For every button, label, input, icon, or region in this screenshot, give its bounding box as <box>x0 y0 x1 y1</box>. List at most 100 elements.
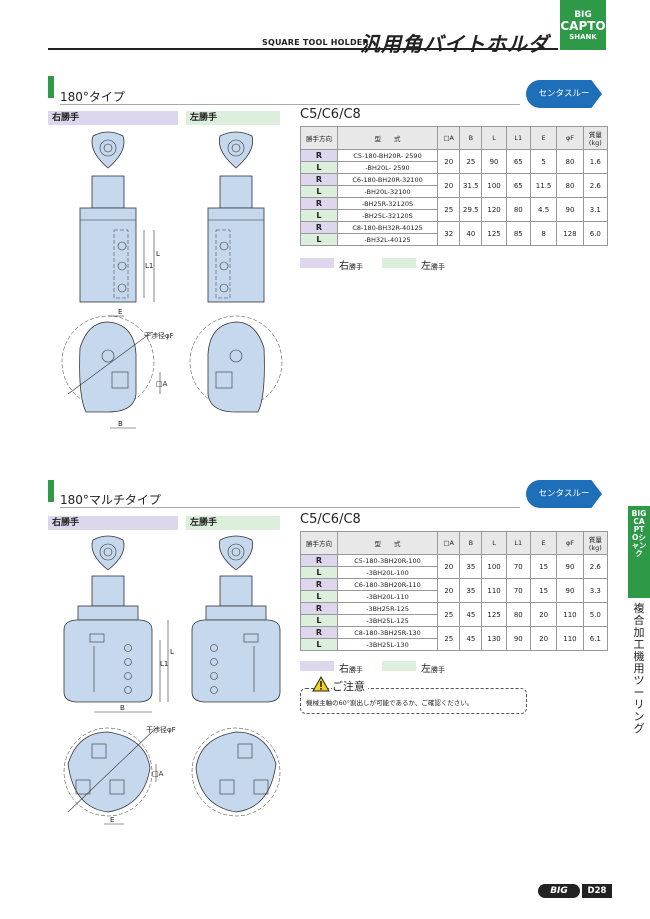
l1-cell: 85 <box>505 221 531 246</box>
lh-multi-front-body <box>191 619 281 703</box>
f-cell: 110 <box>556 626 584 651</box>
col-b: B <box>459 126 483 150</box>
b-cell: 25 <box>459 149 483 174</box>
section2-legend-right: 右勝手 <box>339 660 363 675</box>
l1-cell: 80 <box>505 602 531 627</box>
model-cell: -3BH25L-125 <box>336 614 439 627</box>
lh-multi-bottom-view <box>195 731 277 813</box>
rh-dim-e: E <box>118 308 122 316</box>
f-cell: 128 <box>556 221 584 246</box>
table-row: R C5-180-BH20R- 2590 20 25 90 65 5 80 1.… <box>300 149 609 174</box>
rh-dim-f: 干渉径φF <box>144 331 174 340</box>
col-a: □A <box>437 126 461 150</box>
b-cell: 29.5 <box>459 197 483 222</box>
lh-front-shank <box>219 175 253 209</box>
mass-cell: 6.1 <box>582 626 609 651</box>
section1-table-header: 勝手方向 型 式 □A B L L1 E φF 質量(kg) <box>300 126 609 150</box>
e-cell: 15 <box>529 578 558 603</box>
model-cell: C8-180-BH32R-40125 <box>336 221 439 234</box>
legend-right-main: 右 <box>339 261 349 272</box>
col-direction: 勝手方向 <box>300 531 338 555</box>
a-cell: 25 <box>437 602 461 627</box>
section2-legend-left: 左勝手 <box>421 660 445 675</box>
legend-right-sub: 勝手 <box>349 666 363 674</box>
section1-left-hand-label: 左勝手 <box>186 111 280 125</box>
badge-line-2: CAPTO <box>560 19 606 33</box>
header-title-en: SQUARE TOOL HOLDER <box>262 38 369 47</box>
model-cell: -3BH20L-110 <box>336 590 439 603</box>
rh-bottom-view <box>79 321 137 413</box>
lh-bottom-view <box>207 321 265 413</box>
l1-cell: 65 <box>505 149 531 174</box>
section1-rule <box>60 104 520 105</box>
dir-cell: R <box>300 578 338 591</box>
b-cell: 35 <box>459 578 483 603</box>
col-f: φF <box>556 126 584 150</box>
section2-table-header: 勝手方向 型 式 □A B L L1 E φF 質量(kg) <box>300 531 609 555</box>
table-row: L -BH25L-32120S <box>300 209 608 222</box>
rh-multi-dim-e: E <box>110 816 114 824</box>
dir-cell: L <box>300 614 338 627</box>
section1-series: C5/C6/C8 <box>300 107 361 122</box>
legend-right-sub: 勝手 <box>349 263 363 271</box>
rh-multi-dim-a: □A <box>152 770 164 778</box>
rh-multi-bottom-view <box>67 731 151 813</box>
f-cell: 80 <box>556 149 584 174</box>
mass-cell: 6.0 <box>582 221 609 246</box>
section1-center-through-badge: センタスルー <box>526 80 602 108</box>
rh-front-shank <box>91 175 125 209</box>
model-cell: C8-180-3BH25R-130 <box>336 626 439 639</box>
section1-legend-right: 右勝手 <box>339 257 363 272</box>
col-e: E <box>529 531 558 555</box>
rh-dim-l1: L1 <box>145 262 153 270</box>
table-row: L -BH32L-40125 <box>300 233 608 246</box>
col-l: L <box>481 126 507 150</box>
f-cell: 80 <box>556 173 584 198</box>
col-l1: L1 <box>505 126 531 150</box>
rh-multi-dim-l1: L1 <box>160 660 168 668</box>
section1-legend-left: 左勝手 <box>421 257 445 272</box>
e-cell: 15 <box>529 554 558 579</box>
rh-multi-top-view <box>91 535 125 571</box>
a-cell: 20 <box>437 149 461 174</box>
dir-cell: R <box>300 554 338 567</box>
side-tab-label: BIG CAPTOシャンク <box>631 509 647 558</box>
model-cell: C6-180-3BH20R-110 <box>336 578 439 591</box>
e-cell: 4.5 <box>529 197 558 222</box>
section1-marker <box>48 76 54 98</box>
f-cell: 90 <box>556 197 584 222</box>
badge-line-3: SHANK <box>569 33 597 41</box>
legend-left-main: 左 <box>421 261 431 272</box>
col-direction: 勝手方向 <box>300 126 338 150</box>
b-cell: 45 <box>459 626 483 651</box>
section1-spec-table: 勝手方向 型 式 □A B L L1 E φF 質量(kg) R C5-180-… <box>300 126 609 246</box>
f-cell: 90 <box>556 578 584 603</box>
table-row: R C6-180-BH20R-32100 20 31.5 100 65 11.5… <box>300 173 609 198</box>
a-cell: 20 <box>437 173 461 198</box>
e-cell: 20 <box>529 626 558 651</box>
caution-text: 機械主軸の60°割出しが可能であるか、ご確認ください。 <box>306 699 474 707</box>
legend-left-sub: 勝手 <box>431 666 445 674</box>
page-number: D28 <box>582 884 612 898</box>
model-cell: -BH20L- 2590 <box>336 161 439 174</box>
model-cell: -BH25R-32120S <box>336 197 439 210</box>
rh-multi-front-shank <box>91 575 125 607</box>
table-row: L -BH20L-32100 <box>300 185 608 198</box>
rh-multi-front-body <box>63 619 153 703</box>
section2-series: C5/C6/C8 <box>300 512 361 527</box>
l1-cell: 70 <box>505 578 531 603</box>
f-cell: 90 <box>556 554 584 579</box>
l-cell: 125 <box>481 602 507 627</box>
table-row: L -3BH20L-100 <box>300 566 608 579</box>
a-cell: 25 <box>437 626 461 651</box>
b-cell: 40 <box>459 221 483 246</box>
e-cell: 5 <box>529 149 558 174</box>
b-cell: 45 <box>459 602 483 627</box>
col-model: 型 式 <box>336 126 439 150</box>
a-cell: 25 <box>437 197 461 222</box>
legend-right-main: 右 <box>339 664 349 675</box>
rh-front-body <box>79 207 137 303</box>
mass-cell: 1.6 <box>582 149 609 174</box>
l1-cell: 90 <box>505 626 531 651</box>
dir-cell: L <box>300 233 338 246</box>
